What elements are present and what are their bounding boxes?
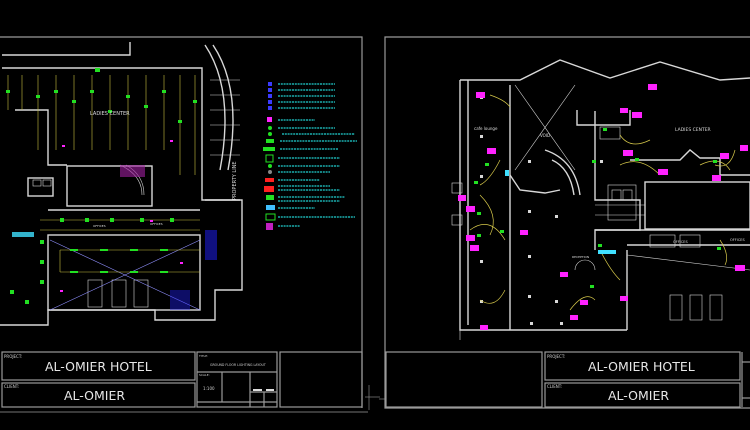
left-title-block: PROJECT: AL-OMIER HOTEL CLIENT: AL-OMIER…: [4, 354, 274, 403]
scale-label: SCALE:: [199, 373, 210, 377]
client-label: CLIENT:: [4, 384, 19, 389]
client-name: AL-OMIER: [64, 388, 125, 403]
room-label-reception: RECEPTION: [572, 255, 589, 259]
project-name: AL-OMIER HOTEL: [588, 359, 695, 374]
room-label-offices: OFFICES: [93, 224, 106, 228]
right-floor-plan[interactable]: cafe lounge VOID LADIES CENTER OFFICES O…: [451, 59, 750, 340]
right-title-block: PROJECT: AL-OMIER HOTEL CLIENT: AL-OMIER: [547, 354, 695, 403]
client-label: CLIENT:: [547, 384, 562, 389]
left-floor-plan[interactable]: LADIES CENTER OFFICES OFFICES PROPERTY L…: [0, 42, 243, 326]
room-label-offices: OFFICES: [673, 240, 688, 244]
right-sheet-frame: [379, 36, 750, 409]
room-label-cafe-lounge: cafe lounge: [474, 126, 498, 131]
drawing-title: GROUND FLOOR LIGHTING LAYOUT: [210, 363, 266, 367]
lighting-legend: [263, 82, 357, 230]
project-label: PROJECT:: [4, 354, 22, 359]
room-label-offices: OFFICES: [730, 238, 745, 242]
title-label: TITLE:: [198, 354, 208, 358]
room-label-ladies-center: LADIES CENTER: [90, 111, 130, 117]
room-label-void: VOID: [540, 133, 550, 138]
project-label: PROJECT:: [547, 354, 565, 359]
left-sheet-frame: [0, 36, 380, 413]
project-name: AL-OMIER HOTEL: [45, 359, 152, 374]
room-label-property-line: PROPERTY LINE: [232, 161, 238, 200]
room-label-ladies-center: LADIES CENTER: [675, 127, 711, 133]
scale-value: 1:100: [203, 386, 215, 391]
client-name: AL-OMIER: [608, 388, 669, 403]
room-label-offices: OFFICES: [150, 222, 163, 226]
